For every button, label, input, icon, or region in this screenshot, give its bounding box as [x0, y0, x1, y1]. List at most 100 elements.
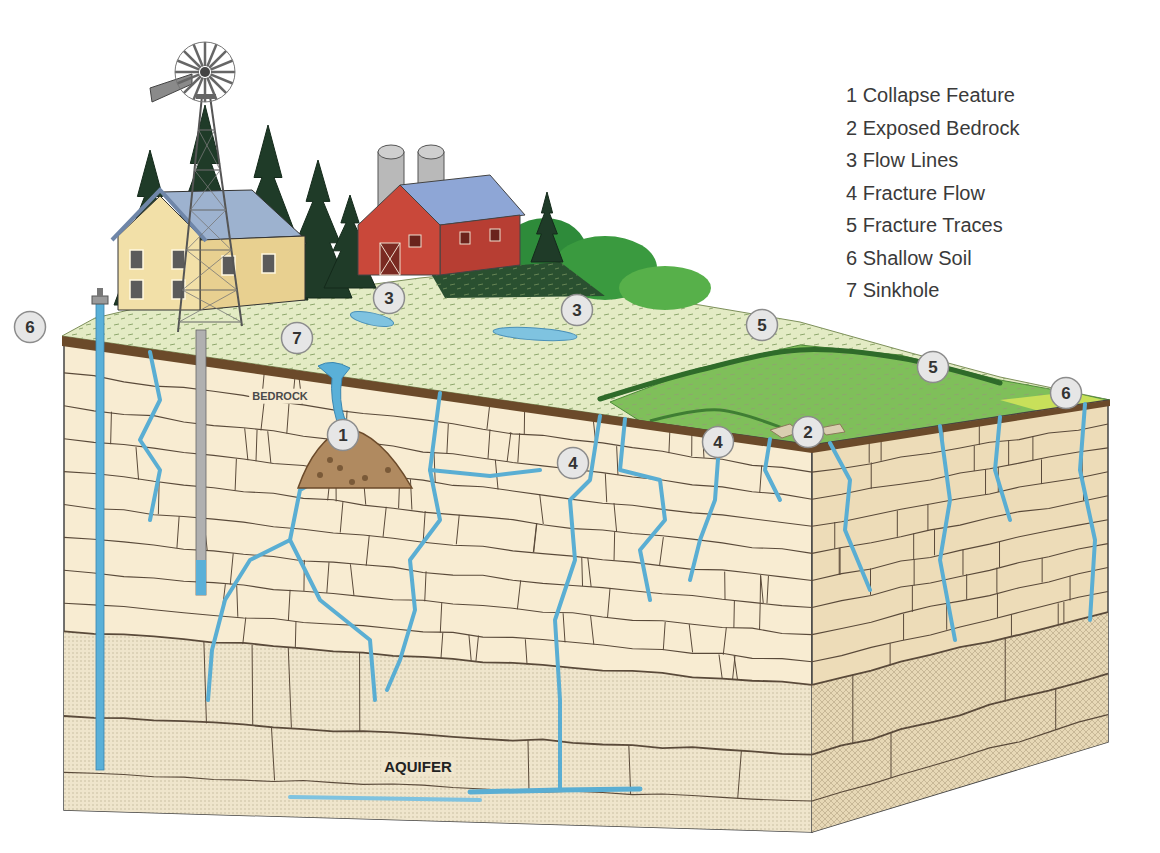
rock-joint: [425, 571, 426, 601]
bedding-plane: [812, 592, 1108, 662]
windmill-brace: [182, 290, 241, 322]
windmill-brace: [190, 209, 225, 210]
windmill-blade: [194, 44, 203, 66]
rock-joint: [760, 465, 762, 492]
callout-circle: 5: [745, 308, 779, 342]
rock-joint: [476, 636, 479, 661]
barn-door: [380, 243, 400, 275]
callout-circle-shape: [747, 310, 778, 341]
callout-circle: 1: [326, 418, 360, 452]
rock-joint: [488, 429, 490, 458]
well-water: [196, 560, 206, 595]
barn-front: [358, 185, 440, 275]
rock-joint: [563, 613, 565, 642]
rock-joint: [1063, 602, 1064, 623]
bedding-plane: [812, 496, 1108, 554]
rock-joint: [507, 432, 511, 461]
rock-joint: [1070, 576, 1071, 600]
rock-joint: [359, 653, 360, 732]
windmill-brace: [182, 250, 231, 290]
callout-number: 1: [338, 427, 347, 444]
rock-joint: [719, 654, 722, 678]
rock-joint: [440, 603, 441, 633]
collapse-rubble: [317, 472, 323, 478]
rock-joint: [1008, 440, 1009, 465]
rock-joint: [441, 633, 443, 659]
rock-joint: [723, 627, 726, 655]
windmill-brace: [194, 169, 220, 170]
bedding-plane: [64, 772, 812, 801]
fracture-flow: [140, 352, 160, 520]
windmill-brace: [190, 210, 231, 250]
fracture-flow: [290, 540, 375, 700]
bedding-plane: [812, 612, 1108, 685]
barn-window: [409, 235, 421, 247]
legend-item: 6 Shallow Soil: [846, 246, 972, 269]
legend-item: 3 Flow Lines: [846, 149, 958, 172]
callout-circle: 7: [280, 321, 314, 355]
hedge-row: [600, 350, 1000, 399]
windmill-brace: [194, 130, 214, 170]
rock-joint: [985, 469, 986, 494]
callout-circle: 4: [556, 446, 590, 480]
aquifer-right-face: [812, 612, 1108, 832]
silo-dome: [418, 145, 444, 159]
rock-joint: [840, 548, 841, 575]
rock-joint: [243, 617, 246, 644]
windmill-tail: [150, 74, 192, 102]
rock-joint: [533, 523, 536, 552]
rock-joint: [760, 575, 761, 602]
callout-number: 5: [757, 317, 766, 334]
callout-circle-shape: [918, 352, 949, 383]
rock-joint: [581, 557, 583, 586]
rock-joint: [890, 643, 891, 666]
legend-item: 4 Fracture Flow: [846, 181, 985, 204]
rock-joint: [1055, 688, 1056, 730]
rock-joint: [999, 542, 1000, 567]
rock-joint: [256, 430, 257, 461]
rock-joint: [423, 511, 425, 541]
aquifer-front-face: [64, 631, 812, 832]
callout-circle: 5: [916, 350, 950, 384]
bedrock-front-face: [64, 340, 812, 832]
callout-number: 2: [803, 424, 812, 441]
rock-joint: [839, 548, 840, 575]
soil-band: [62, 336, 812, 453]
windmill-blade: [204, 78, 207, 102]
rock-joint: [738, 751, 742, 798]
rock-joint: [518, 433, 520, 462]
legend-item: 2 Exposed Bedrock: [846, 116, 1019, 139]
rock-joint: [366, 535, 369, 565]
rock-joint: [456, 515, 459, 545]
rock-joint: [724, 572, 725, 600]
rock-joint: [1032, 436, 1033, 461]
fracture-flow: [387, 393, 440, 690]
rock-joint: [1005, 637, 1006, 701]
collapse-rubble: [337, 465, 343, 471]
callout-circle-shape: [562, 295, 593, 326]
callout-circle: 6: [1049, 376, 1083, 410]
windmill-blade: [211, 61, 233, 70]
rock-joint: [245, 428, 248, 460]
windmill-brace: [182, 289, 237, 290]
rock-joint: [660, 537, 664, 565]
windmill-brace: [179, 290, 237, 322]
fracture-flow: [995, 417, 1010, 520]
callout-circle-shape: [1051, 378, 1082, 409]
callout-circle: 2: [791, 415, 825, 449]
rock-joint: [237, 585, 238, 617]
callout-circle-shape: [328, 420, 359, 451]
callout-number: 3: [572, 302, 581, 319]
rock-joint: [614, 532, 616, 561]
rock-joint: [614, 503, 617, 532]
callout-circle-shape: [15, 312, 46, 343]
windmill-blade: [177, 74, 199, 83]
rock-joint: [1011, 614, 1012, 635]
rock-joint: [288, 590, 290, 621]
fracture-flow: [830, 443, 870, 590]
rock-joint: [383, 507, 386, 537]
house-window: [262, 254, 275, 273]
rock-joint: [834, 522, 835, 549]
windmill-hub: [200, 67, 210, 77]
collapse-rubble: [385, 467, 391, 473]
